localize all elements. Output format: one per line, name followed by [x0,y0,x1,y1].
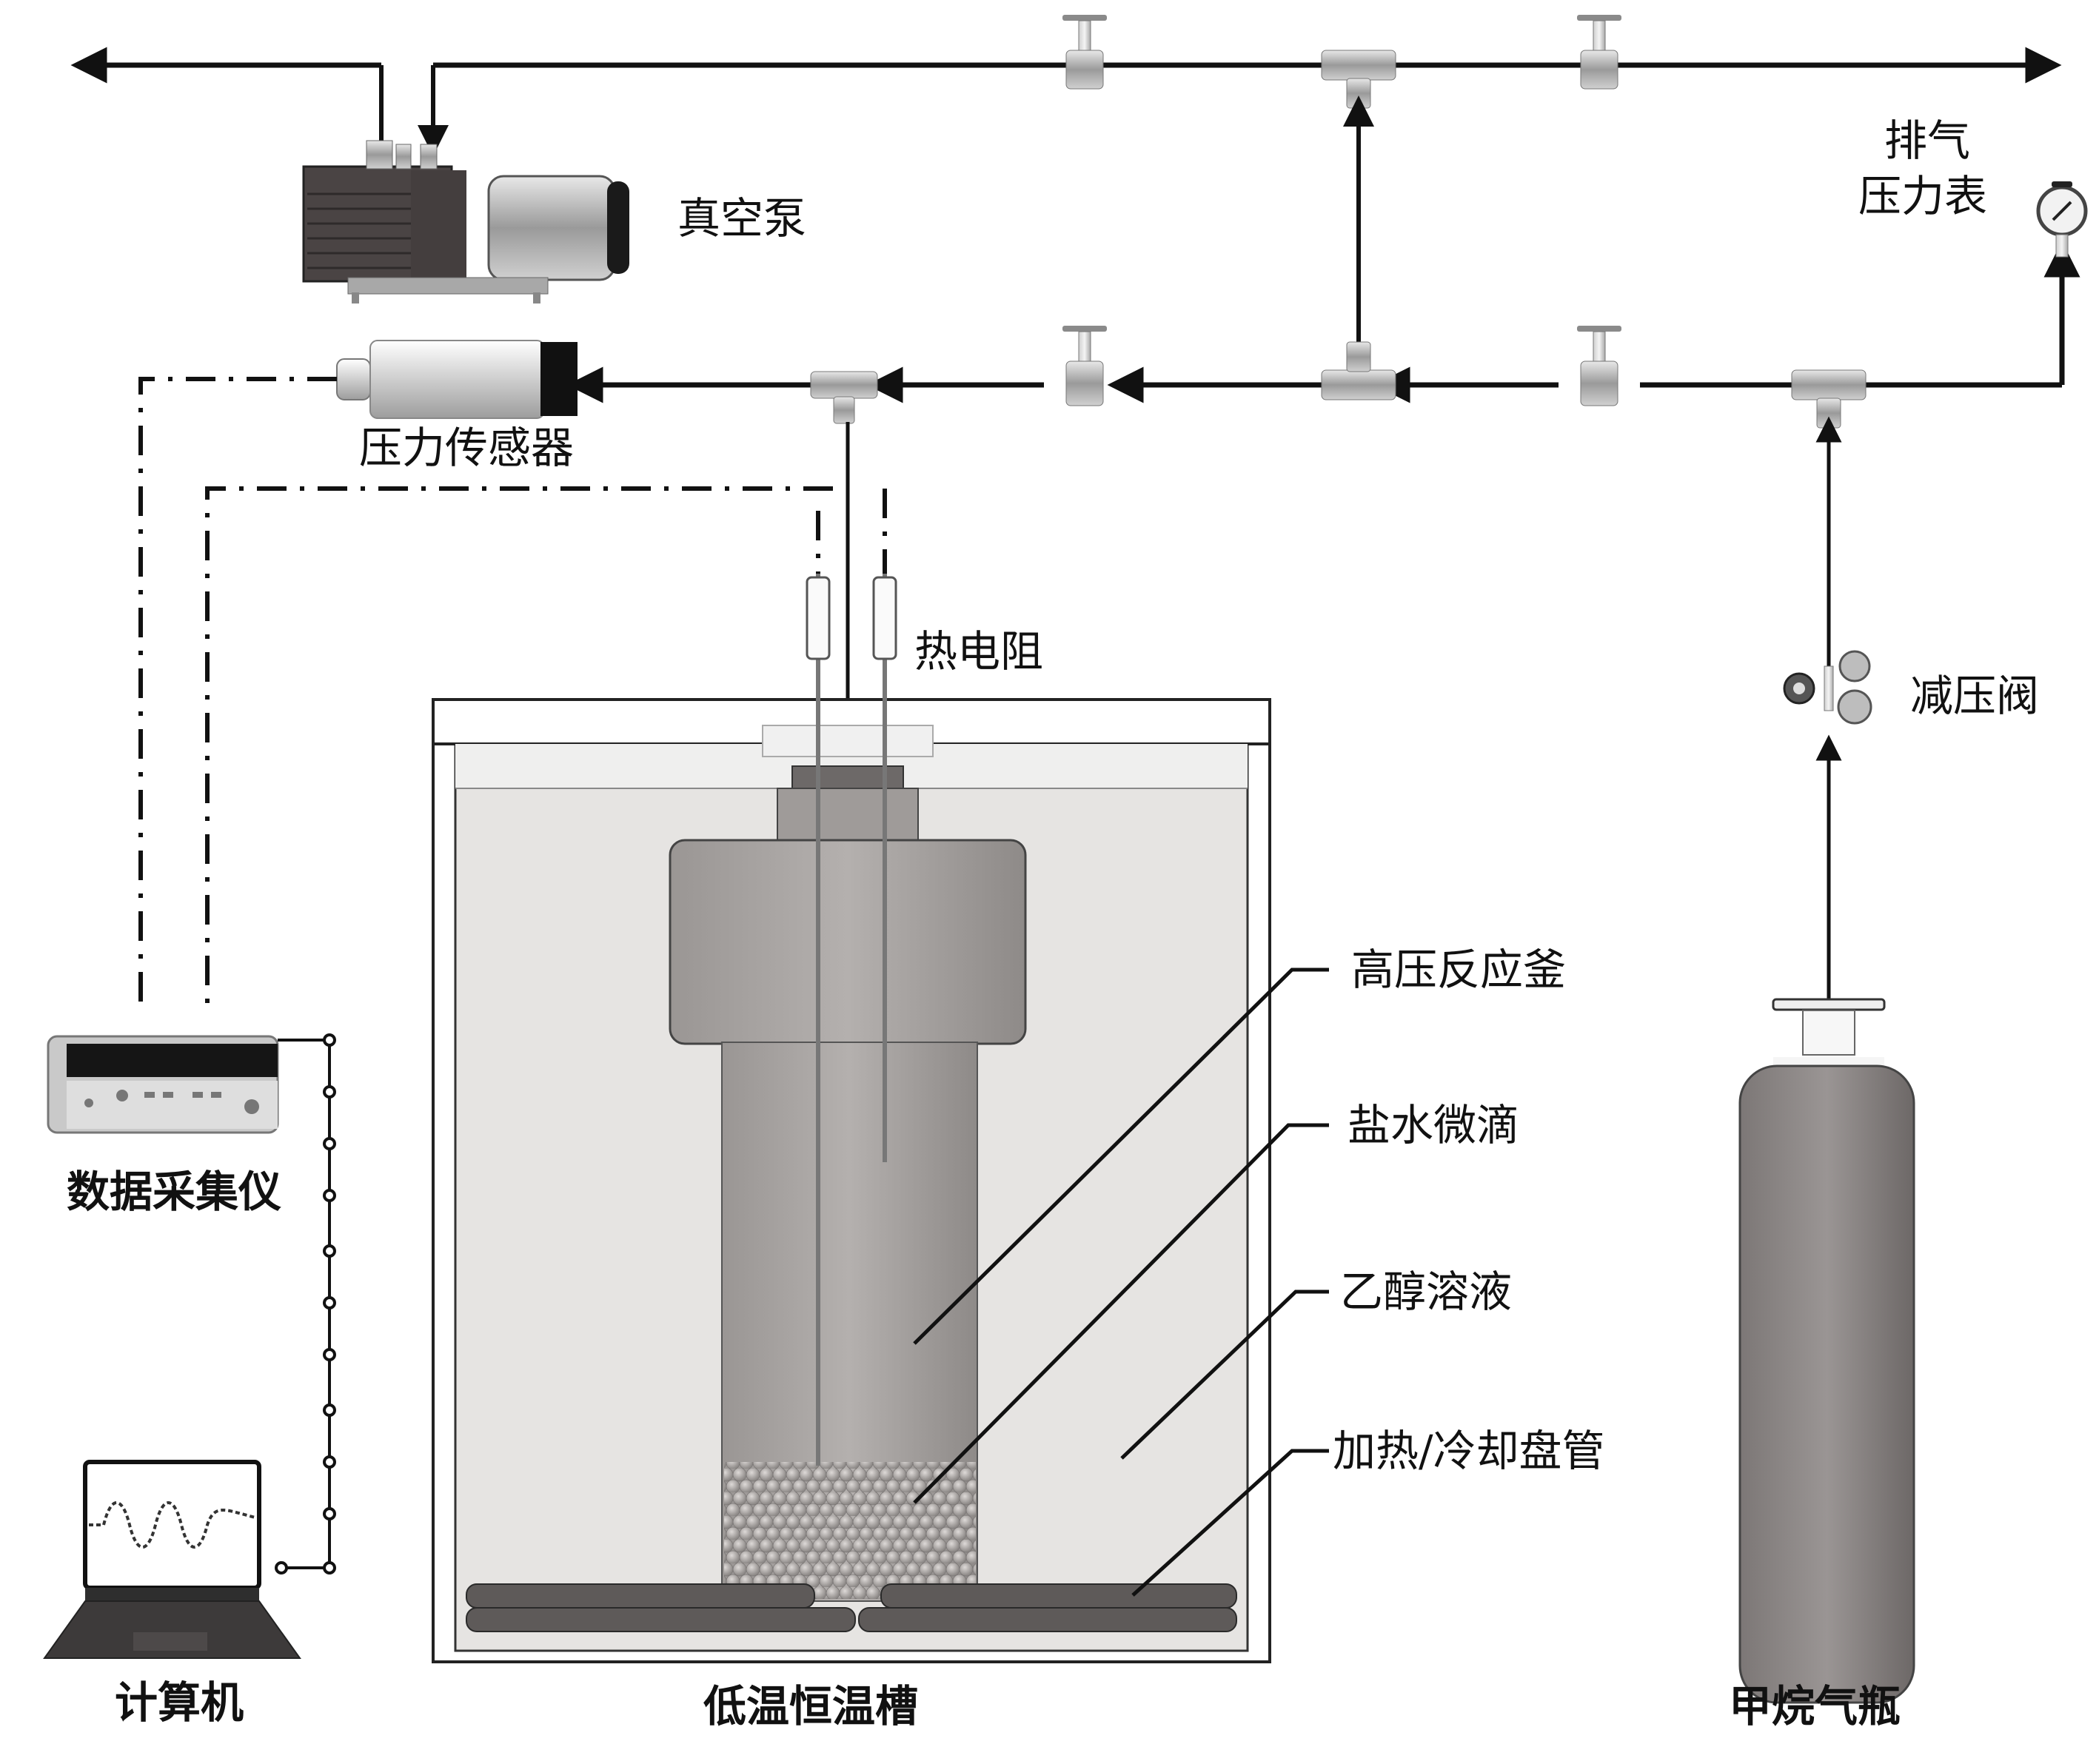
computer-icon[interactable] [43,1460,301,1659]
tee-fitting-left [810,371,878,424]
vacuum-pump-icon[interactable] [302,140,629,303]
label-methane-cylinder: 甲烷气瓶 [1729,1681,1901,1731]
label-vent: 排气 [1884,115,1970,166]
tee-fitting-middle [1321,341,1396,400]
thermal-resistor-right [872,576,897,660]
top-pipeline [70,47,2062,156]
middle-pipeline [566,241,2080,403]
pressure-sensor-icon [336,340,578,419]
tee-fitting-top [1321,50,1396,109]
label-brine-droplets: 盐水微滴 [1348,1100,1519,1150]
signal-lines [138,377,887,1007]
data-acquisition-icon[interactable] [47,1035,279,1134]
leader-lines [913,967,1329,1597]
label-thermal-resistor: 热电阻 [914,626,1043,677]
label-pressure-reducing-valve: 减压阀 [1910,671,2039,721]
valve-middle-right[interactable] [1577,326,1621,406]
label-heating-cooling-coil: 加热/冷却盘管 [1333,1426,1605,1476]
label-pressure-gauge: 压力表 [1858,171,1987,221]
heating-cooling-coil [466,1583,1237,1632]
methane-cylinder-icon[interactable] [1738,998,1915,1704]
thermal-resistor-left [806,576,831,660]
label-computer: 计算机 [115,1677,244,1728]
label-low-temp-bath: 低温恒温槽 [703,1681,918,1731]
brine-droplets-region [724,1462,976,1599]
pressure-reducing-valve-icon[interactable] [1783,650,1872,725]
label-data-acquisition: 数据采集仪 [67,1167,281,1217]
label-high-pressure-reactor: 高压反应釜 [1351,945,1566,995]
valve-middle-left[interactable] [1062,326,1107,406]
label-pressure-sensor: 压力传感器 [359,423,574,473]
data-cable [275,1033,336,1574]
tee-fitting-right [1791,369,1867,429]
valve-top-right[interactable] [1577,15,1621,90]
label-vacuum-pump: 真空泵 [677,193,806,244]
valve-top-left[interactable] [1062,15,1107,90]
pressure-gauge-icon [2036,181,2088,258]
label-ethanol-solution: 乙醇溶液 [1340,1267,1512,1317]
